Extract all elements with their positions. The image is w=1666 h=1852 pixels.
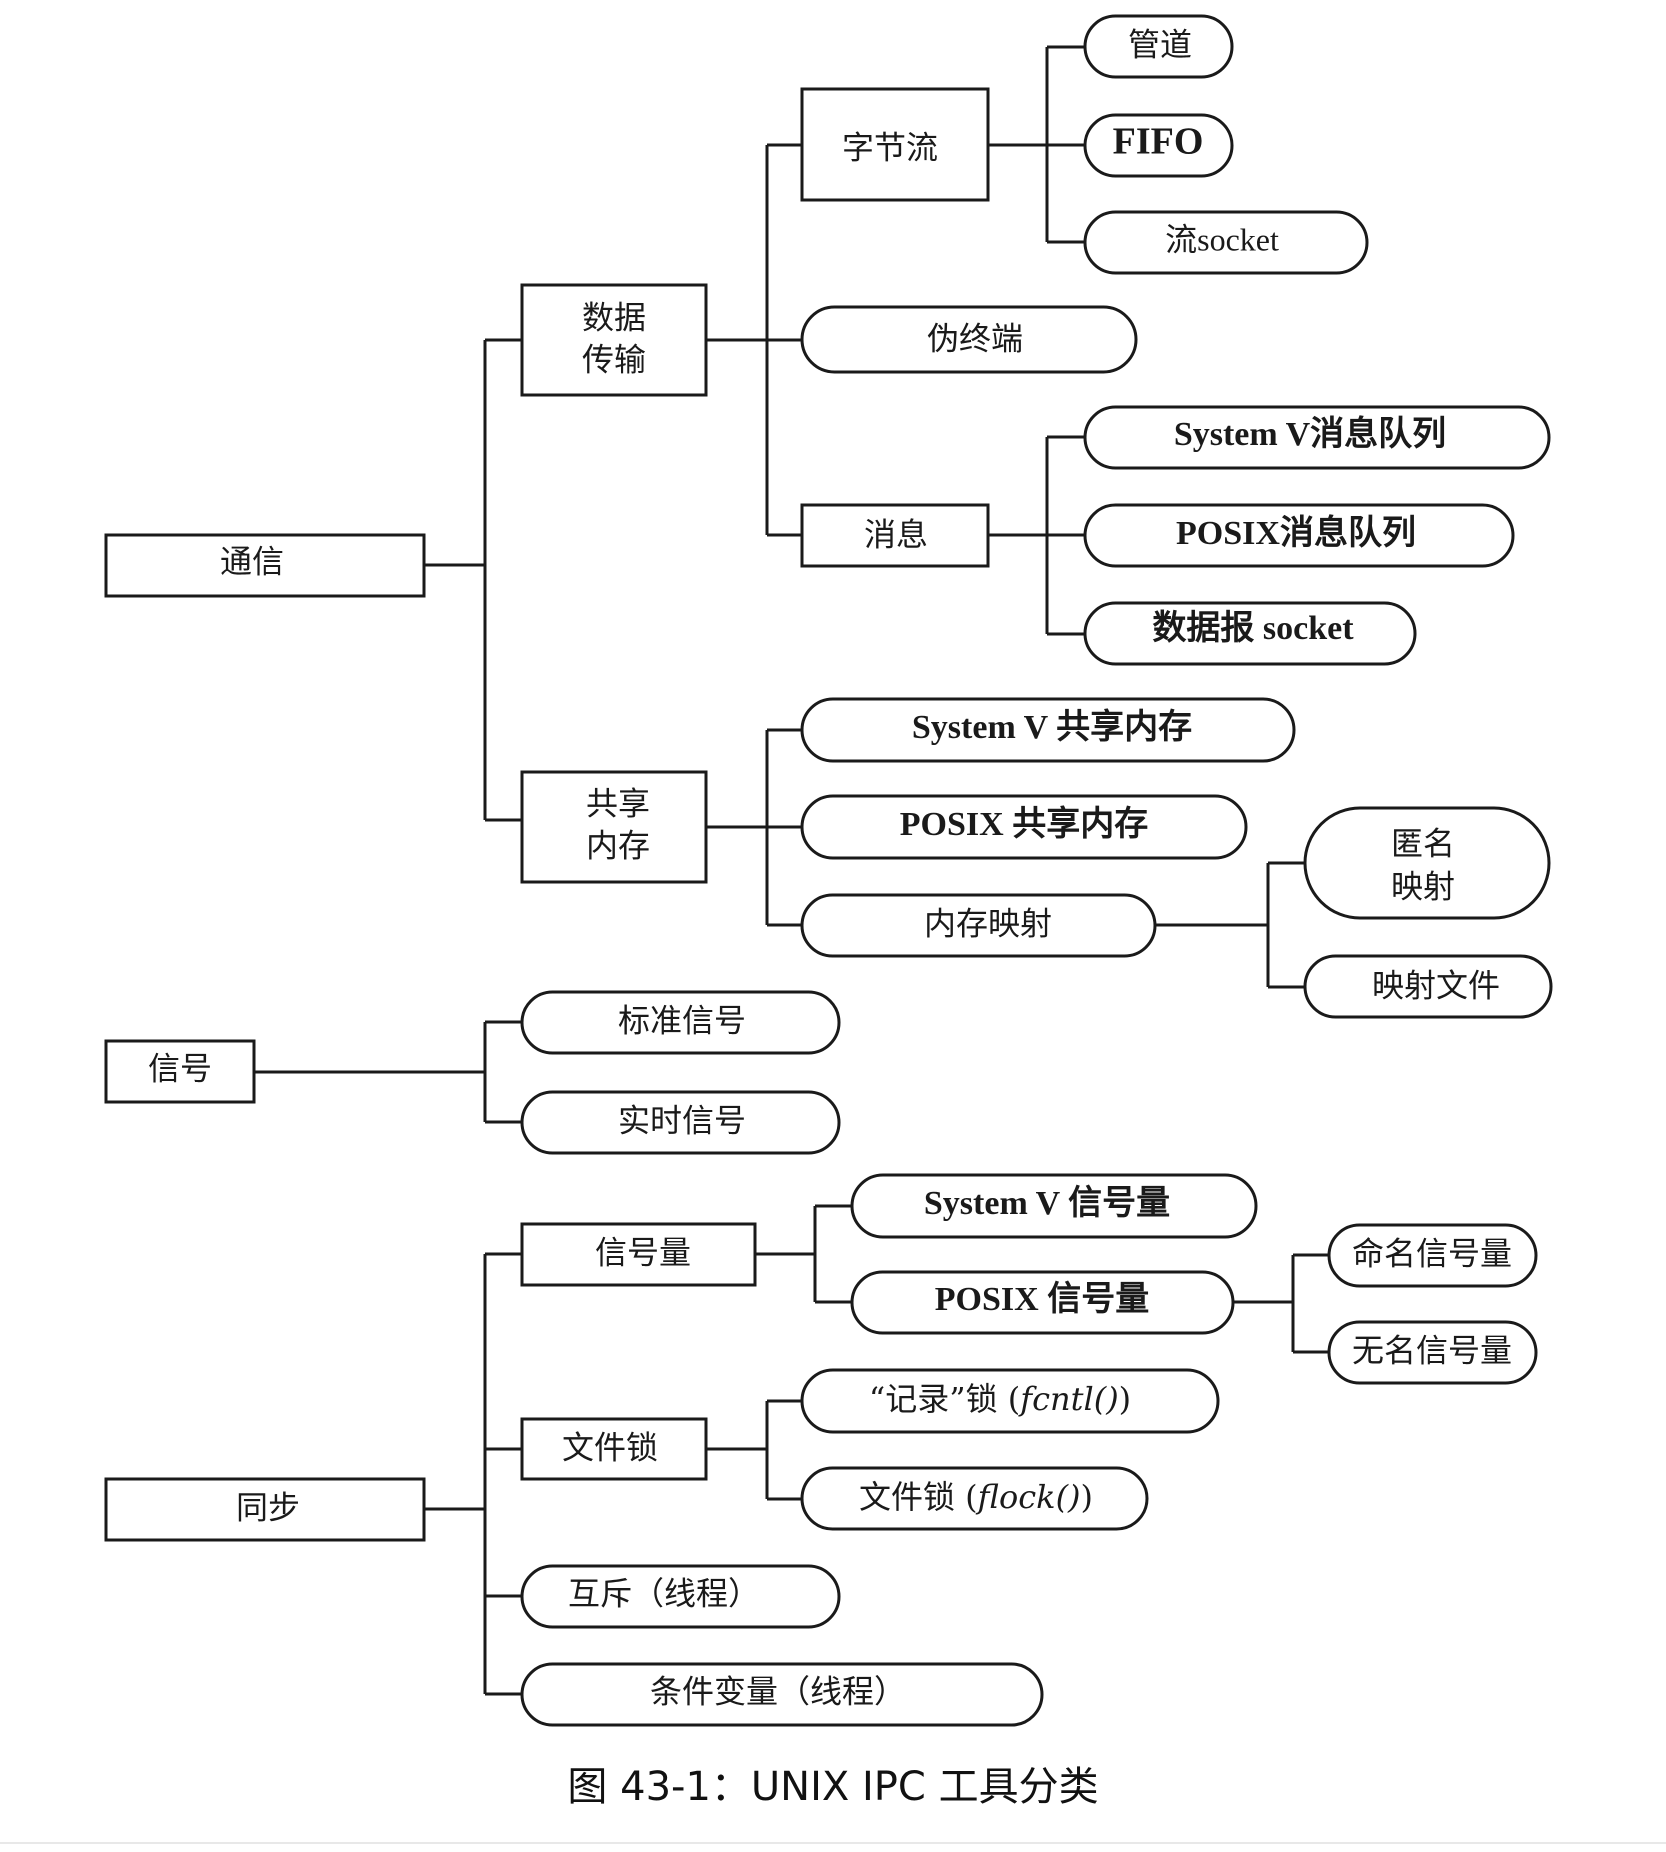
node-fifo: FIFO [1113,121,1204,163]
node-mapped-file: 映射文件 [1372,967,1500,1005]
node-pty: 伪终端 [927,320,1023,358]
node-pipe: 管道 [1128,26,1192,64]
node-mutex: 互斥（线程） [568,1575,760,1613]
node-byte-stream: 字节流 [842,129,938,167]
node-labels: 通信 数据 传输 字节流 管道 FIFO 流socket 伪终端 消息 Syst… [148,26,1512,1711]
node-posix-msgq: POSIX消息队列 [1176,513,1416,552]
node-posix-shm: POSIX 共享内存 [900,805,1148,843]
node-shared-mem-line2: 内存 [586,827,650,865]
node-anon-map-line2: 映射 [1391,868,1455,906]
node-shapes [104,14,1553,1727]
node-std-signal: 标准信号 [618,1002,746,1040]
node-mmap: 内存映射 [924,905,1052,943]
node-unnamed-sem: 无名信号量 [1352,1332,1512,1370]
bottom-divider [0,1842,1666,1844]
node-posix-sem: POSIX 信号量 [935,1280,1149,1318]
node-sysv-shm: System V 共享内存 [912,708,1192,746]
node-data-transfer-line1: 数据 [582,299,646,337]
node-file-lock: 文件锁 [562,1429,658,1467]
node-message: 消息 [864,516,928,554]
node-rt-signal: 实时信号 [618,1102,746,1140]
node-record-lock: “记录”锁 (fcntl()) [869,1380,1131,1418]
node-sysv-sem: System V 信号量 [924,1184,1170,1222]
node-sync: 同步 [236,1489,300,1527]
node-shared-mem-line1: 共享 [586,785,650,823]
node-sysv-msgq: System V消息队列 [1174,414,1446,453]
node-signal: 信号 [148,1050,212,1088]
node-stream-socket: 流socket [1165,221,1279,257]
connector-lines [254,45,1329,1696]
node-data-transfer-line2: 传输 [582,341,646,379]
node-anon-map-line1: 匿名 [1391,825,1455,863]
node-condvar: 条件变量（线程） [650,1673,906,1711]
node-flock: 文件锁 (flock()) [859,1478,1093,1516]
node-semaphore: 信号量 [595,1234,691,1272]
node-comm: 通信 [220,543,284,581]
figure-caption: 图 43-1：UNIX IPC 工具分类 [567,1764,1099,1810]
node-named-sem: 命名信号量 [1352,1235,1512,1273]
node-dgram-socket: 数据报 socket [1152,609,1354,647]
